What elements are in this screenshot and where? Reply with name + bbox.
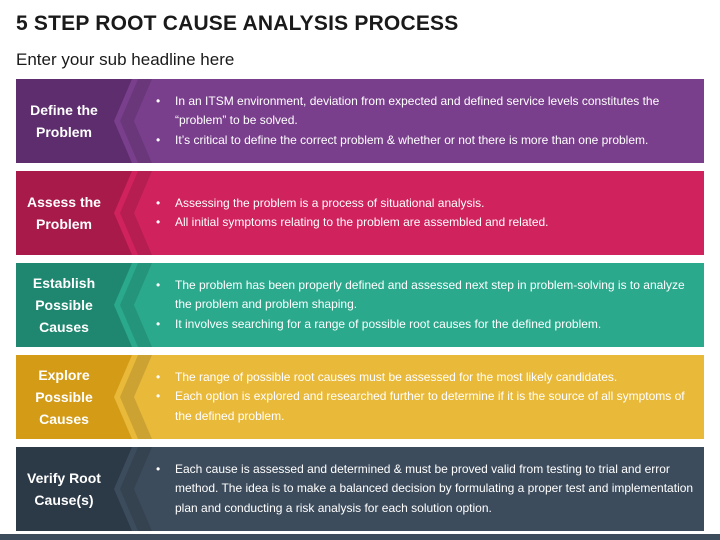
step-chevron-accent — [120, 171, 152, 255]
step-band — [16, 171, 704, 255]
step-row: Explore Possible Causes The range of poss… — [16, 355, 704, 439]
step-chevron-accent — [120, 355, 152, 439]
step-bullet: In an ITSM environment, deviation from e… — [156, 92, 701, 131]
step-label-chevron — [16, 79, 132, 163]
step-label-chevron — [16, 447, 132, 531]
page-subtitle: Enter your sub headline here — [16, 50, 235, 69]
step-bullet: Each cause is assessed and determined & … — [156, 460, 701, 519]
step-row: Assess the Problem Assessing the problem … — [16, 171, 704, 255]
step-chevron-accent — [120, 79, 152, 163]
step-label: Establish Possible Causes — [32, 275, 96, 335]
step-row: Establish Possible Causes The problem has… — [16, 263, 704, 347]
step-row: Define the Problem In an ITSM environment… — [16, 79, 704, 163]
step-label: Define the Problem — [30, 102, 98, 140]
step-bullet-list: Each cause is assessed and determined & … — [156, 447, 701, 531]
step-bullet: The range of possible root causes must b… — [156, 368, 701, 388]
steps-list: Define the Problem In an ITSM environment… — [16, 79, 704, 539]
step-chevron-accent — [120, 447, 152, 531]
step-label-chevron — [16, 171, 132, 255]
step-bullet-list: In an ITSM environment, deviation from e… — [156, 79, 701, 163]
step-bullet-list: Assessing the problem is a process of si… — [156, 171, 701, 255]
step-label-chevron — [16, 263, 132, 347]
step-bullet: All initial symptoms relating to the pro… — [156, 213, 701, 233]
step-chevron-accent — [120, 263, 152, 347]
step-label: Verify Root Cause(s) — [27, 470, 101, 508]
step-label-chevron — [16, 355, 132, 439]
step-bullet: Assessing the problem is a process of si… — [156, 194, 701, 214]
step-bullet-list: The problem has been properly defined an… — [156, 263, 701, 347]
step-label: Assess the Problem — [27, 194, 101, 232]
bottom-bar — [0, 534, 720, 540]
step-bullet-list: The range of possible root causes must b… — [156, 355, 701, 439]
step-row: Verify Root Cause(s) Each cause is assess… — [16, 447, 704, 531]
step-bullet: The problem has been properly defined an… — [156, 276, 701, 315]
step-bullet: Each option is explored and researched f… — [156, 387, 701, 426]
step-bullet: It’s critical to define the correct prob… — [156, 131, 701, 151]
step-label: Explore Possible Causes — [35, 367, 93, 427]
page-title: 5 STEP ROOT CAUSE ANALYSIS PROCESS — [16, 12, 459, 35]
step-bullet: It involves searching for a range of pos… — [156, 315, 701, 335]
